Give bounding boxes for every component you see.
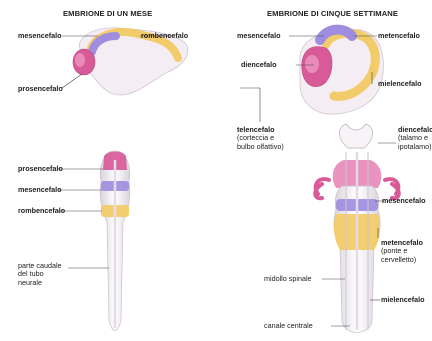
label-mesencefalo-5w: mesencefalo	[237, 32, 281, 40]
label-midollo-spinale: midollo spinale	[264, 275, 312, 283]
label-mesencefalo: mesencefalo	[18, 32, 62, 40]
left-panel-title: EMBRIONE DI UN MESE	[63, 9, 152, 18]
right-panel-title: EMBRIONE DI CINQUE SETTIMANE	[267, 9, 398, 18]
label-mesencefalo-tube: mesencefalo	[18, 186, 62, 194]
label-rombencefalo-tube: rombencefalo	[18, 207, 65, 215]
label-parte-caudale: parte caudale del tubo neurale	[18, 262, 62, 287]
label-diencefalo-detail: diencefalo (talamo e ipotalamo)	[398, 126, 432, 151]
label-rombencefalo: rombencefalo	[141, 32, 188, 40]
label-canale-centrale: canale centrale	[264, 322, 313, 330]
label-prosencefalo-tube: prosencefalo	[18, 165, 63, 173]
left-neural-tube	[100, 151, 130, 331]
right-lateral-embryo	[300, 29, 383, 114]
label-mesencefalo-tube-5w: mesencefalo	[382, 197, 426, 205]
label-prosencefalo: prosencefalo	[18, 85, 63, 93]
label-telencefalo: telencefalo (corteccia e bulbo olfattivo…	[237, 126, 284, 151]
label-mielencefalo-5w: mielencefalo	[378, 80, 422, 88]
label-metencefalo-detail: metencefalo (ponte e cervelletto)	[381, 239, 423, 264]
label-diencefalo-5w: diencefalo	[241, 61, 277, 69]
label-mielencefalo-tube-5w: mielencefalo	[381, 296, 425, 304]
label-metencefalo-5w: metencefalo	[378, 32, 420, 40]
